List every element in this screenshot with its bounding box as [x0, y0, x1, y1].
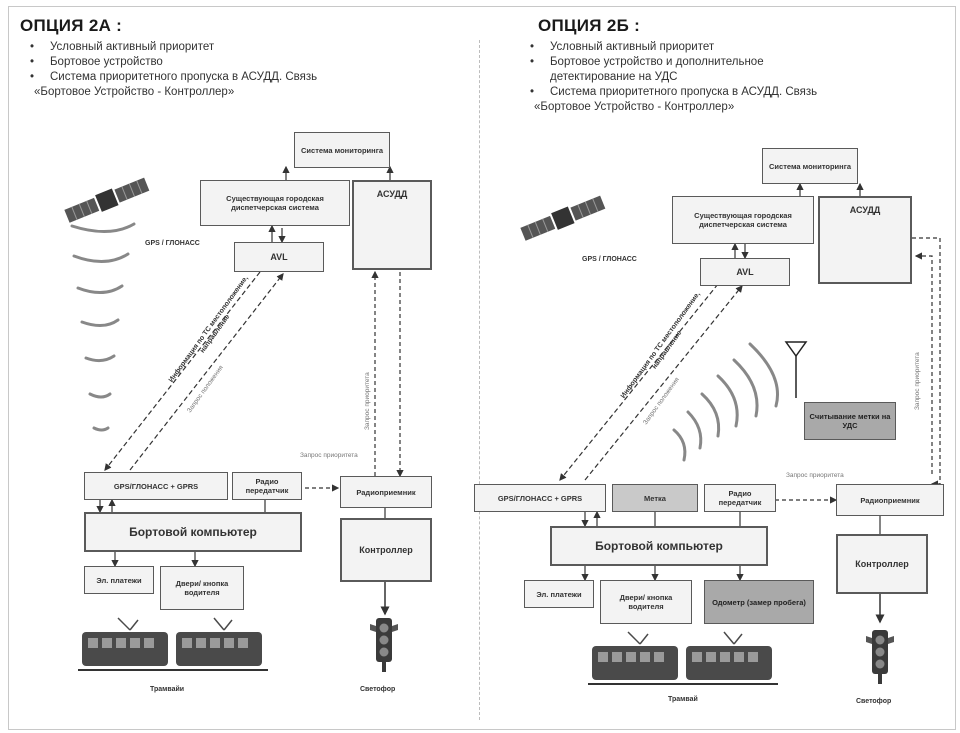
right-bullet-list: Условный активный приоритет Бортовое уст… — [520, 40, 940, 115]
right-req-priority-label: Запрос приоритета — [786, 472, 844, 479]
left-trams-label: Трамвайи — [150, 686, 185, 693]
left-asudd-box: АСУДД — [352, 180, 432, 270]
right-asudd-box: АСУДД — [818, 196, 912, 284]
traffic-light-icon — [866, 630, 894, 684]
right-el-payments-box: Эл. платежи — [524, 580, 594, 608]
left-traffic-light-label: Светофор — [360, 686, 396, 693]
right-controller-box: Контроллер — [836, 534, 928, 594]
tram-icon — [78, 617, 268, 671]
left-bullet-1: Условный активный приоритет — [20, 40, 440, 55]
left-bullet-3-cont: «Бортовое Устройство - Контроллер» — [34, 86, 235, 98]
left-bullet-list: Условный активный приоритет Бортовое уст… — [20, 40, 440, 100]
left-bullet-3: Система приоритетного пропуска в АСУДД. … — [20, 70, 440, 85]
right-gps-gprs-box: GPS/ГЛОНАСС + GPRS — [474, 484, 606, 512]
right-tram-label: Трамвай — [668, 696, 698, 703]
left-req-priority-label: Запрос приоритета — [300, 452, 358, 459]
right-req-priority-vertical: Запрос приоритета — [914, 352, 921, 410]
right-monitoring-box: Система мониторинга — [762, 148, 858, 184]
right-radio-rx-box: Радиоприемник — [836, 484, 944, 516]
left-bullet-2: Бортовое устройство — [20, 55, 440, 70]
left-gps-gprs-box: GPS/ГЛОНАСС + GPRS — [84, 472, 228, 500]
left-radio-tx-box: Радио передатчик — [232, 472, 302, 500]
right-bullet-3: Система приоритетного пропуска в АСУДД. … — [520, 85, 940, 100]
right-odometer-box: Одометр (замер пробега) — [704, 580, 814, 624]
left-title: ОПЦИЯ 2А : — [20, 16, 123, 35]
signal-waves-icon — [672, 342, 779, 462]
left-radio-rx-box: Радиоприемник — [340, 476, 432, 508]
right-doors-box: Двери/ кнопка водителя — [600, 580, 692, 624]
left-avl-box: AVL — [234, 242, 324, 272]
left-monitoring-box: Система мониторинга — [294, 132, 390, 168]
right-reading-box: Считывание метки на УДС — [804, 402, 896, 440]
right-bullet-1: Условный активный приоритет — [520, 40, 940, 55]
signal-waves-icon — [70, 222, 136, 432]
right-avl-box: AVL — [700, 258, 790, 286]
left-doors-box: Двери/ кнопка водителя — [160, 566, 244, 610]
right-traffic-light-label: Светофор — [856, 698, 892, 705]
satellite-icon — [520, 195, 606, 241]
left-controller-box: Контроллер — [340, 518, 432, 582]
traffic-light-icon — [370, 618, 398, 672]
left-gps-label: GPS / ГЛОНАСС — [145, 240, 200, 247]
right-onboard-computer-box: Бортовой компьютер — [550, 526, 768, 566]
satellite-icon — [64, 177, 150, 223]
right-radio-tx-box: Радио передатчик — [704, 484, 776, 512]
left-onboard-computer-box: Бортовой компьютер — [84, 512, 302, 552]
panel-divider — [479, 40, 480, 720]
right-bullet-3-cont: «Бортовое Устройство - Контроллер» — [534, 101, 735, 113]
left-dispatch-box: Существующая городская диспетчерская сис… — [200, 180, 350, 226]
right-title: ОПЦИЯ 2Б : — [538, 16, 641, 35]
right-bullet-2: Бортовое устройство и дополнительное — [520, 55, 940, 70]
left-el-payments-box: Эл. платежи — [84, 566, 154, 594]
right-dispatch-box: Существующая городская диспетчерская сис… — [672, 196, 814, 244]
diagram-frame — [8, 6, 956, 730]
right-gps-label: GPS / ГЛОНАСС — [582, 256, 637, 263]
right-metka-box: Метка — [612, 484, 698, 512]
right-bullet-2-cont: детектирование на УДС — [550, 71, 678, 83]
tram-icon — [588, 631, 778, 685]
antenna-icon — [784, 341, 808, 398]
